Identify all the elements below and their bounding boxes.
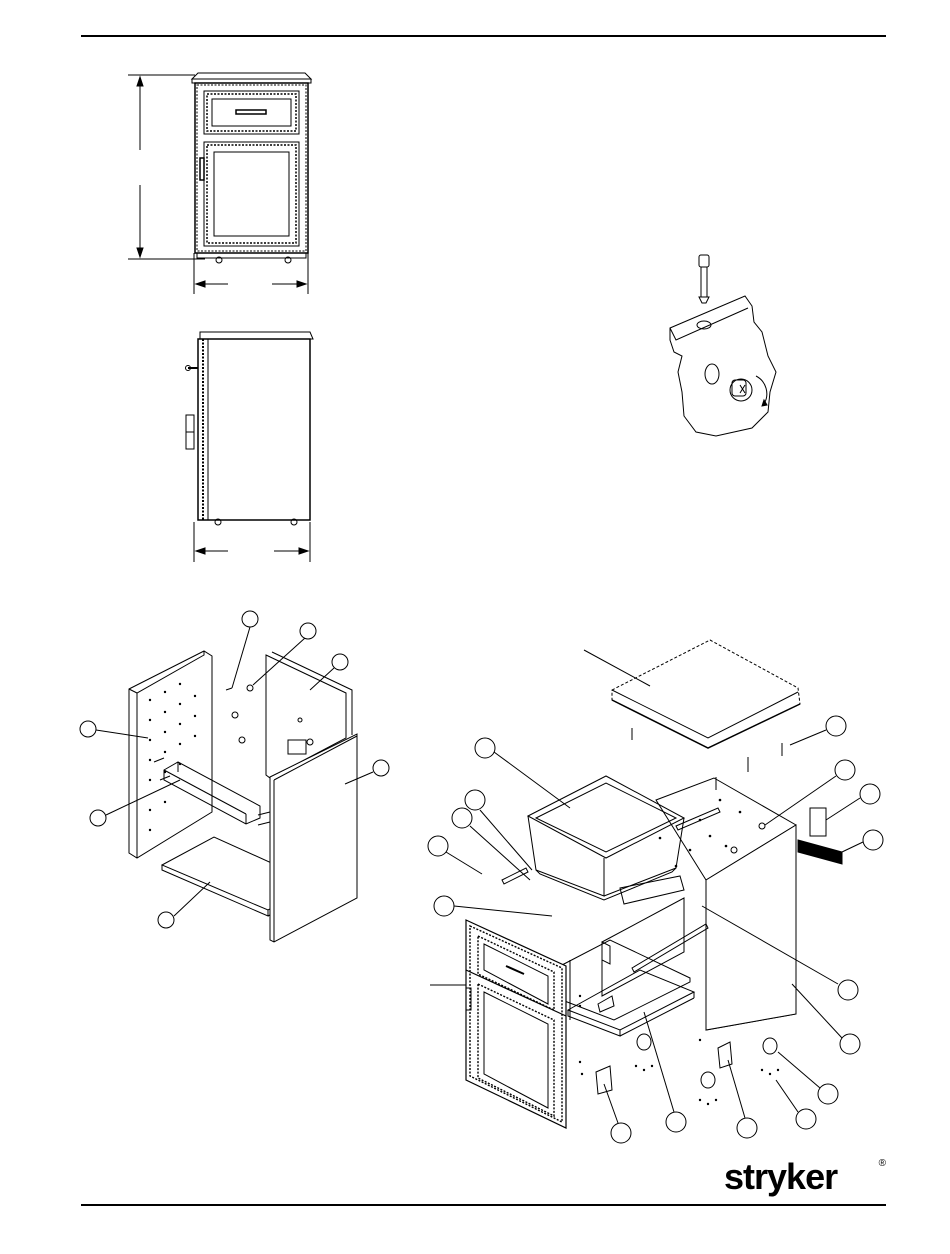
stryker-logo: stryker ® bbox=[724, 1158, 886, 1198]
cam-lock-detail bbox=[670, 255, 776, 436]
logo-wordmark: stryker bbox=[724, 1156, 837, 1198]
full-assembly bbox=[466, 640, 842, 1128]
side-elevation bbox=[186, 332, 314, 562]
carcass-assembly bbox=[129, 651, 357, 942]
front-elevation bbox=[128, 73, 311, 294]
footer-rule bbox=[81, 1204, 886, 1206]
registered-mark: ® bbox=[879, 1158, 886, 1169]
